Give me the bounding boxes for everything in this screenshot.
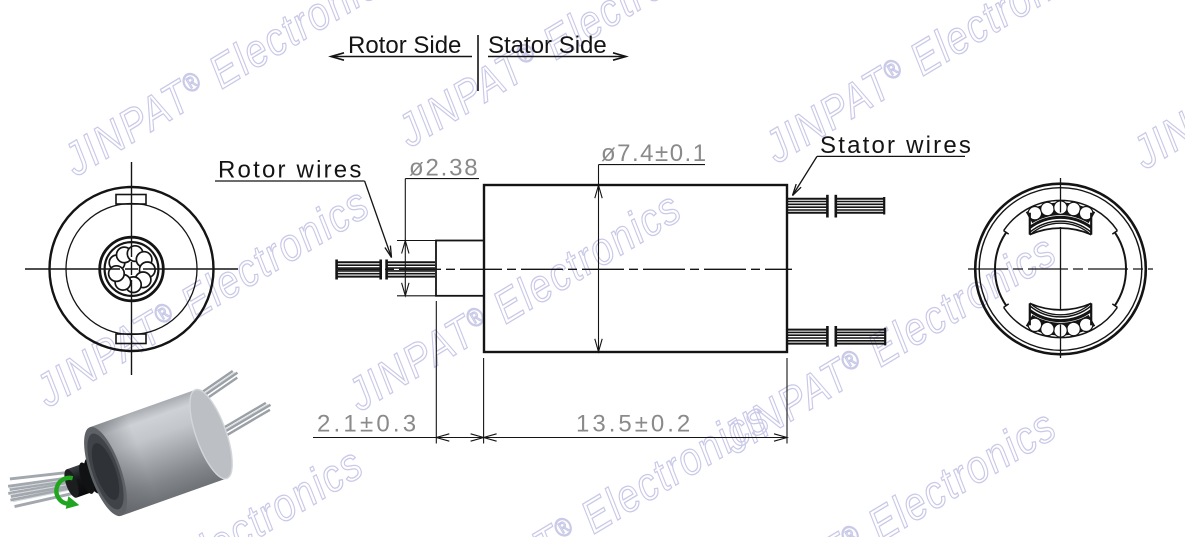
svg-text:Rotor wires: Rotor wires <box>218 157 364 184</box>
svg-text:2.1±0.3: 2.1±0.3 <box>317 411 419 438</box>
svg-text:13.5±0.2: 13.5±0.2 <box>576 411 693 438</box>
svg-text:Stator Side: Stator Side <box>488 32 607 59</box>
svg-text:Rotor Side: Rotor Side <box>348 32 461 59</box>
svg-text:Stator wires: Stator wires <box>820 132 973 159</box>
svg-text:ø2.38: ø2.38 <box>409 155 479 182</box>
svg-text:ø7.4±0.1: ø7.4±0.1 <box>601 140 708 167</box>
